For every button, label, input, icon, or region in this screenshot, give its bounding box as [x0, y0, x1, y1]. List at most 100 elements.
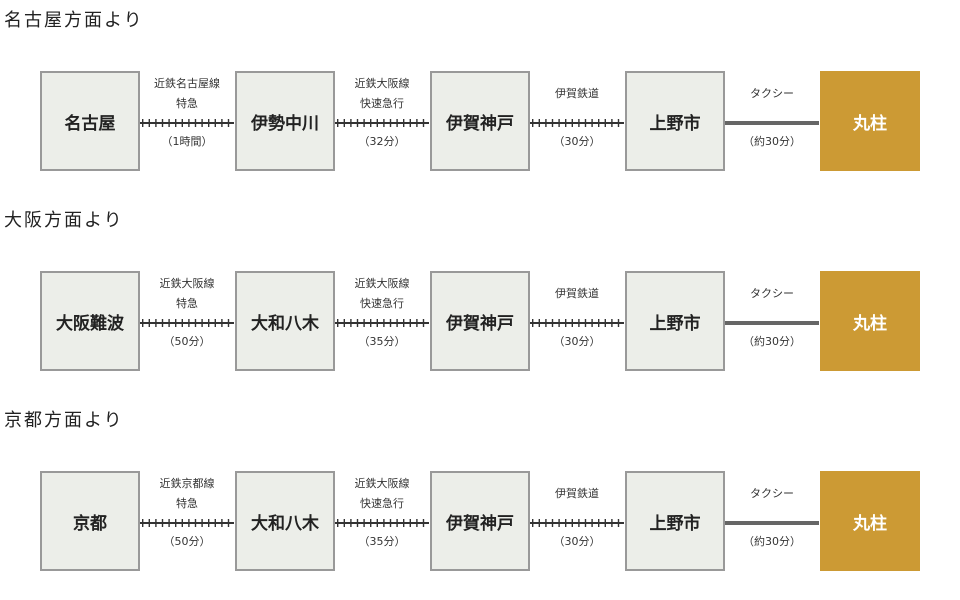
rail-track-line — [335, 319, 429, 327]
rail-tie — [571, 519, 573, 527]
route-segment: 近鉄大阪線快速急行（35分） — [335, 471, 429, 571]
rail-line — [335, 122, 429, 124]
rail-tie — [343, 519, 345, 527]
route-segment: タクシー（約30分） — [725, 71, 819, 171]
segment-service-type: 快速急行 — [360, 497, 404, 510]
rail-tie — [403, 119, 405, 127]
rail-tie — [221, 119, 223, 127]
rail-tie — [343, 319, 345, 327]
rail-tie — [370, 519, 372, 527]
destination-station-box: 丸柱 — [820, 271, 920, 371]
segment-track — [530, 318, 624, 328]
route-row: 名古屋伊勢中川伊賀神戸上野市丸柱近鉄名古屋線特急（1時間）近鉄大阪線快速急行（3… — [40, 71, 920, 171]
rail-tie — [181, 119, 183, 127]
rail-track-line — [140, 519, 234, 527]
rail-tie — [161, 119, 164, 127]
rail-tie — [591, 519, 593, 527]
segment-track — [725, 518, 819, 528]
segment-line-name: タクシー — [750, 487, 794, 500]
rail-tie — [201, 519, 203, 527]
rail-tie — [598, 519, 600, 527]
rail-tie — [578, 319, 580, 327]
taxi-road-line — [725, 121, 819, 125]
rail-tie — [227, 519, 230, 527]
segment-duration: （30分） — [553, 335, 601, 348]
destination-station-box: 丸柱 — [820, 471, 920, 571]
taxi-road-bar — [725, 121, 819, 125]
rail-tie — [214, 119, 216, 127]
rail-tie — [363, 519, 365, 527]
rail-tie — [194, 119, 197, 127]
rail-tie — [168, 119, 170, 127]
route-section-title: 名古屋方面より — [4, 10, 144, 31]
rail-tie — [591, 319, 593, 327]
rail-tie — [591, 119, 593, 127]
rail-tie — [551, 119, 554, 127]
route-row: 京都大和八木伊賀神戸上野市丸柱近鉄京都線特急（50分）近鉄大阪線快速急行（35分… — [40, 471, 920, 571]
rail-tie — [201, 319, 203, 327]
rail-tie — [376, 519, 378, 527]
segment-service-type: 快速急行 — [360, 97, 404, 110]
segment-line-name: 伊賀鉄道 — [555, 87, 599, 100]
segment-track — [140, 318, 234, 328]
rail-line — [530, 322, 624, 324]
segment-track — [335, 318, 429, 328]
segment-duration: （35分） — [358, 535, 406, 548]
segment-service-type: 特急 — [176, 497, 198, 510]
segment-track — [530, 518, 624, 528]
segment-track — [725, 318, 819, 328]
rail-tie — [181, 519, 183, 527]
rail-tie — [551, 319, 554, 327]
rail-tie — [188, 319, 190, 327]
segment-line-name: 伊賀鉄道 — [555, 487, 599, 500]
rail-tie — [565, 519, 567, 527]
rail-tie — [571, 119, 573, 127]
rail-tie — [337, 519, 339, 527]
rail-tie — [221, 519, 223, 527]
rail-tie — [604, 319, 606, 327]
rail-tie — [551, 519, 554, 527]
route-section-title: 京都方面より — [4, 410, 124, 431]
rail-tie — [422, 319, 425, 327]
rail-line — [530, 522, 624, 524]
route-segment: 近鉄京都線特急（50分） — [140, 471, 234, 571]
rail-track-line — [335, 519, 429, 527]
rail-tie — [584, 519, 587, 527]
rail-tie — [370, 319, 372, 327]
segment-line-name: 伊賀鉄道 — [555, 287, 599, 300]
rail-tie — [155, 519, 157, 527]
rail-tie — [376, 319, 378, 327]
rail-tie — [545, 119, 547, 127]
rail-tie — [337, 119, 339, 127]
rail-tie — [532, 119, 534, 127]
rail-track-line — [335, 119, 429, 127]
rail-tie — [227, 319, 230, 327]
rail-tie — [617, 519, 620, 527]
rail-tie — [565, 119, 567, 127]
rail-tie — [142, 119, 144, 127]
route-segment: 近鉄大阪線特急（50分） — [140, 271, 234, 371]
rail-tie — [350, 519, 352, 527]
rail-tie — [201, 119, 203, 127]
route-section-title: 大阪方面より — [4, 210, 124, 231]
taxi-road-bar — [725, 521, 819, 525]
segment-duration: （約30分） — [743, 335, 801, 348]
rail-tie — [221, 319, 223, 327]
segment-track — [335, 518, 429, 528]
rail-tie — [175, 119, 177, 127]
segment-line-name: 近鉄大阪線 — [159, 277, 215, 290]
rail-tie — [532, 319, 534, 327]
rail-tie — [396, 519, 398, 527]
rail-line — [335, 322, 429, 324]
segment-service-type: 快速急行 — [360, 297, 404, 310]
rail-tie — [350, 319, 352, 327]
rail-tie — [416, 319, 418, 327]
rail-tie — [389, 119, 392, 127]
rail-tie — [545, 519, 547, 527]
rail-line — [140, 122, 234, 124]
rail-tie — [532, 519, 534, 527]
rail-tie — [175, 319, 177, 327]
rail-tie — [356, 319, 359, 327]
segment-duration: （30分） — [553, 135, 601, 148]
rail-tie — [409, 319, 411, 327]
